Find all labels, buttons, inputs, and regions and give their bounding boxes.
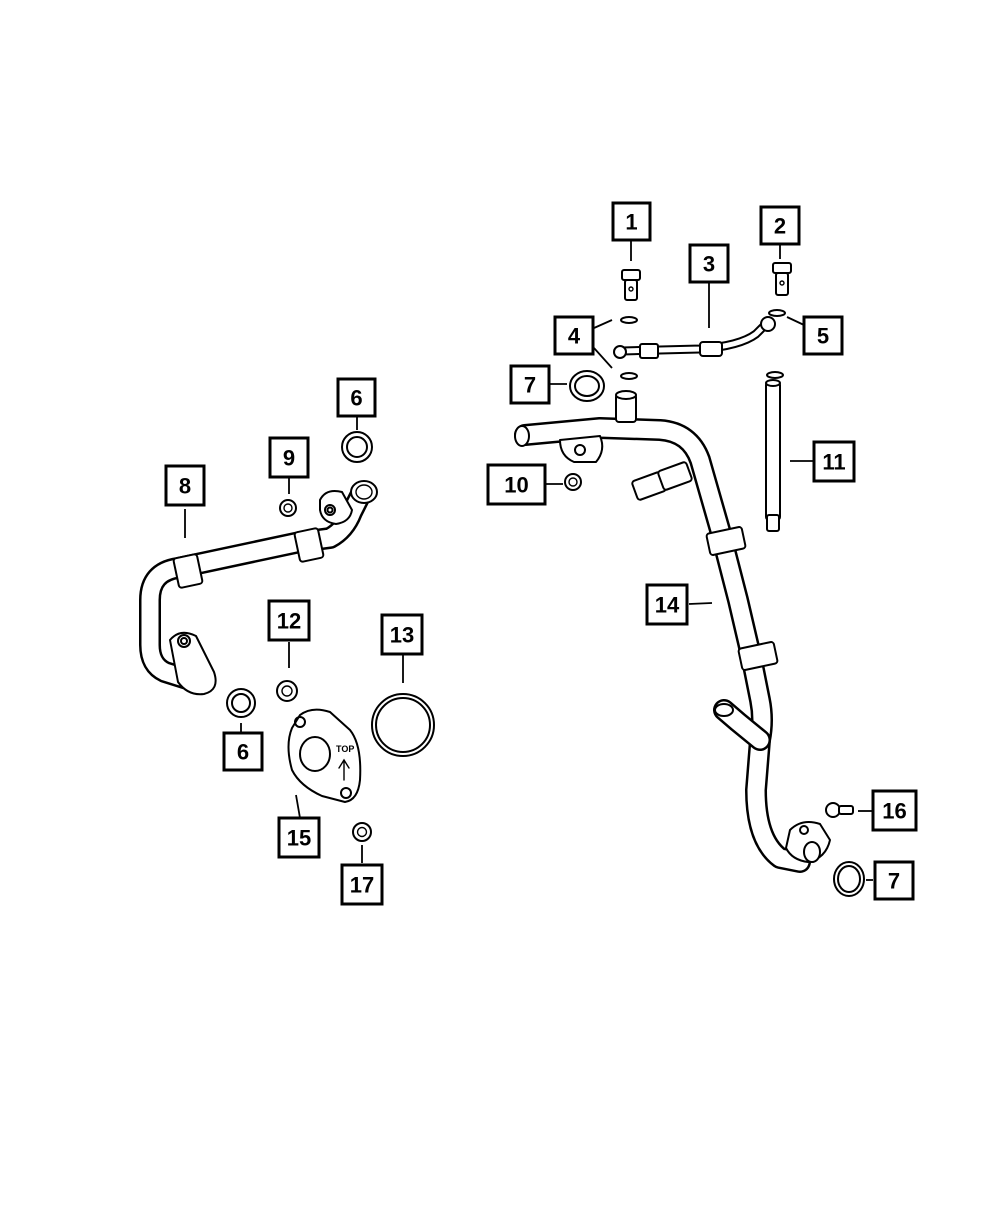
- svg-text:17: 17: [350, 873, 374, 898]
- callout-10: 10: [486, 463, 547, 506]
- callout-17: 17: [340, 863, 384, 906]
- oil-line-part-3: [613, 316, 776, 359]
- o-ring-part-6-upper: [341, 431, 373, 463]
- cover-plate-part-15: TOP: [287, 708, 362, 803]
- svg-text:6: 6: [350, 386, 362, 411]
- coolant-tube-part-8: [139, 480, 378, 696]
- svg-text:12: 12: [277, 609, 301, 634]
- callout-7-lower: 7: [873, 860, 915, 901]
- washers-part-4: [620, 316, 638, 380]
- svg-text:1: 1: [625, 210, 637, 235]
- svg-text:4: 4: [568, 324, 581, 349]
- plate-top-marking: TOP: [336, 744, 354, 754]
- svg-text:3: 3: [703, 252, 715, 277]
- callout-6-upper: 6: [336, 377, 377, 418]
- callout-14: 14: [645, 583, 689, 626]
- svg-text:5: 5: [817, 324, 829, 349]
- svg-text:11: 11: [822, 450, 845, 475]
- gasket-ring-part-13: [371, 693, 435, 757]
- callout-11: 11: [812, 440, 856, 483]
- callout-6-lower: 6: [222, 731, 264, 772]
- callout-13: 13: [380, 613, 424, 656]
- callout-4: 4: [553, 315, 595, 356]
- nut-part-9: [279, 499, 297, 517]
- nut-part-17: [352, 822, 372, 842]
- svg-text:9: 9: [283, 446, 295, 471]
- o-ring-part-7-lower: [833, 861, 865, 897]
- callout-15: 15: [277, 816, 321, 859]
- callout-8: 8: [164, 464, 206, 507]
- bolt-part-16: [825, 802, 854, 818]
- banjo-bolt-part-1: [621, 269, 641, 301]
- callout-1: 1: [611, 201, 652, 242]
- callout-3: 3: [688, 243, 730, 284]
- leader-lines: [184, 241, 873, 881]
- svg-text:7: 7: [524, 373, 536, 398]
- svg-text:13: 13: [390, 623, 414, 648]
- svg-text:8: 8: [179, 474, 191, 499]
- nut-part-10: [564, 473, 582, 491]
- svg-text:7: 7: [888, 869, 900, 894]
- o-ring-part-7-upper: [569, 370, 605, 402]
- o-ring-part-6-lower: [226, 688, 256, 718]
- callout-7-upper: 7: [509, 364, 551, 405]
- washers-part-5: [766, 309, 786, 379]
- callout-9: 9: [268, 436, 310, 479]
- svg-text:10: 10: [504, 473, 528, 498]
- callout-5: 5: [802, 315, 844, 356]
- nut-part-12: [276, 680, 298, 702]
- callout-12: 12: [267, 599, 311, 642]
- callout-16: 16: [871, 789, 918, 832]
- svg-text:15: 15: [287, 826, 311, 851]
- svg-text:14: 14: [655, 593, 680, 618]
- banjo-bolt-part-2: [772, 262, 792, 296]
- svg-text:6: 6: [237, 740, 249, 765]
- callout-2: 2: [759, 205, 801, 246]
- coolant-tube-part-14: [514, 390, 831, 873]
- svg-text:16: 16: [882, 799, 906, 824]
- svg-text:2: 2: [774, 214, 786, 239]
- tube-part-11: [765, 379, 781, 532]
